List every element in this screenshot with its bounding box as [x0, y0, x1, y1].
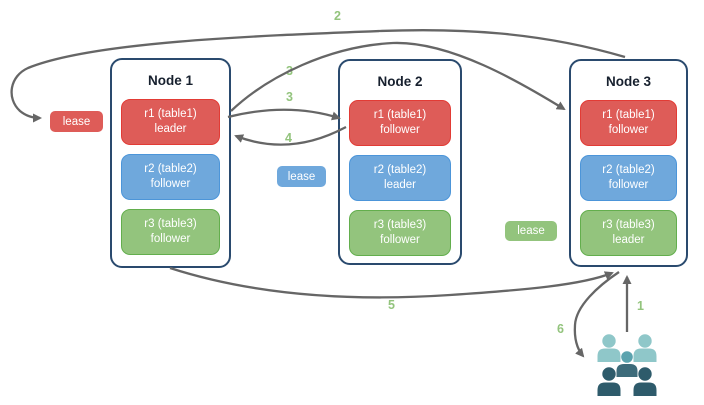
node-1-title: Node 1: [147, 73, 193, 88]
arrow-step-5: [169, 266, 614, 299]
replica-role: follower: [608, 124, 649, 136]
replica-r3-node-1: r3 (table3) follower: [121, 209, 220, 255]
replica-r3-node-2: r3 (table3) follower: [349, 210, 451, 256]
replica-r2-node-1: r2 (table2) follower: [121, 154, 220, 200]
node-3-title: Node 3: [605, 74, 651, 89]
arrow-step-2: [10, 28, 626, 123]
replica-role: leader: [154, 123, 187, 135]
replica-role: leader: [384, 179, 416, 191]
person-icon: [597, 367, 621, 396]
person-icon: [616, 351, 638, 377]
replica-r1-node-1: r1 (table1) leader: [121, 99, 220, 145]
replica-name: r2 (table2): [144, 163, 197, 175]
lease-tag-blue: lease: [277, 166, 326, 187]
replica-name: r1 (table1): [373, 109, 427, 121]
replica-role: follower: [150, 178, 191, 190]
step-label-4: 4: [285, 131, 292, 145]
users-group-icon: [597, 334, 657, 396]
replica-name: r1 (table1): [602, 109, 655, 121]
replica-role: follower: [608, 179, 649, 191]
arrow-step-6: [573, 271, 620, 358]
replica-role: follower: [380, 124, 420, 136]
step-label-3b: 3: [286, 90, 293, 104]
lease-tag-red: lease: [50, 111, 103, 132]
replica-r2-node-3: r2 (table2) follower: [580, 155, 677, 201]
person-icon: [633, 367, 657, 396]
node-2: Node 2 r1 (table1) follower r2 (table2) …: [338, 59, 462, 265]
replica-name: r1 (table1): [144, 108, 197, 120]
step-label-2: 2: [334, 9, 341, 23]
step-label-3a: 3: [286, 64, 293, 78]
replica-name: r3 (table3): [602, 219, 655, 231]
person-icon: [597, 334, 621, 362]
replica-r2-node-2: r2 (table2) leader: [349, 155, 451, 201]
replica-name: r3 (table3): [144, 218, 197, 230]
replica-role: leader: [612, 234, 645, 246]
node-3: Node 3 r1 (table1) follower r2 (table2) …: [569, 59, 688, 267]
lease-tag-green: lease: [505, 221, 557, 241]
step-label-1: 1: [637, 299, 644, 313]
replica-r1-node-3: r1 (table1) follower: [580, 100, 677, 146]
replica-r1-node-2: r1 (table1) follower: [349, 100, 451, 146]
replica-name: r2 (table2): [602, 164, 655, 176]
replica-name: r3 (table3): [373, 219, 427, 231]
step-label-5: 5: [388, 298, 395, 312]
person-icon: [633, 334, 657, 362]
replica-role: follower: [380, 234, 420, 246]
node-2-title: Node 2: [377, 74, 423, 89]
arrow-step-3-to-node2: [227, 108, 341, 121]
replica-name: r2 (table2): [373, 164, 427, 176]
replica-role: follower: [150, 233, 191, 245]
node-1: Node 1 r1 (table1) leader r2 (table2) fo…: [110, 58, 231, 268]
step-label-6: 6: [557, 322, 564, 336]
replica-r3-node-3: r3 (table3) leader: [580, 210, 677, 256]
